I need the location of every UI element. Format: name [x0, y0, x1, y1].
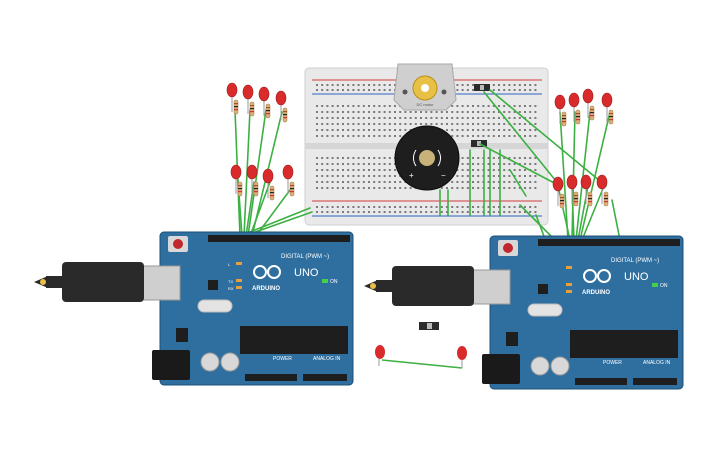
- model-label: UNO: [294, 267, 319, 279]
- motor-label: DC motor: [416, 102, 434, 107]
- led[interactable]: [580, 174, 593, 207]
- led[interactable]: [282, 164, 295, 197]
- led-clusters[interactable]: [226, 82, 614, 209]
- model-label-right: UNO: [624, 271, 649, 283]
- piezo-buzzer[interactable]: + −: [394, 125, 460, 191]
- tx-label: TX: [228, 279, 233, 284]
- arduino-uno-right[interactable]: DIGITAL (PWM ~) ARDUINO UNO ON POWER ANA…: [469, 235, 684, 390]
- usb-cable-left[interactable]: [34, 262, 144, 302]
- digital-label-right: DIGITAL (PWM ~): [611, 258, 659, 264]
- buzzer-minus: −: [441, 171, 446, 180]
- brand-label-right: ARDUINO: [582, 290, 610, 296]
- power-jack-right[interactable]: [482, 354, 520, 384]
- atmega-chip-right: [570, 330, 678, 358]
- slide-switch-mid[interactable]: [471, 140, 487, 147]
- analog-header-right: [633, 378, 677, 385]
- led[interactable]: [242, 84, 255, 117]
- on-label: ON: [330, 279, 338, 285]
- buzzer-plus: +: [409, 171, 414, 180]
- arduino-logo: [253, 265, 281, 279]
- digital-label: DIGITAL (PWM ~): [281, 254, 329, 260]
- led[interactable]: [258, 86, 271, 119]
- led[interactable]: [566, 174, 579, 207]
- led[interactable]: [226, 82, 239, 115]
- atmega-chip: [240, 326, 348, 354]
- power-label: POWER: [273, 356, 292, 362]
- led[interactable]: [568, 92, 581, 125]
- digital-header-right: [538, 239, 680, 246]
- usb-port[interactable]: [139, 265, 181, 301]
- slide-switch-top[interactable]: [474, 84, 490, 91]
- arduino-uno-left[interactable]: DIGITAL (PWM ~) ARDUINO UNO ON L TX RX P…: [139, 231, 354, 386]
- led[interactable]: [582, 88, 595, 121]
- rx-label: RX: [228, 286, 234, 291]
- analog-label-right: ANALOG IN: [643, 360, 671, 366]
- power-header-right: [575, 378, 627, 385]
- usb-port-right[interactable]: [469, 269, 511, 305]
- on-label-right: ON: [660, 283, 668, 289]
- l-led-label: L: [228, 262, 231, 267]
- arduino-logo-right: [583, 269, 611, 283]
- slide-switch-loose[interactable]: [419, 322, 439, 330]
- led[interactable]: [262, 168, 275, 201]
- led[interactable]: [601, 92, 614, 125]
- analog-header: [303, 374, 347, 381]
- led[interactable]: [552, 176, 565, 209]
- dc-motor[interactable]: DC motor: [393, 63, 457, 111]
- led[interactable]: [554, 94, 567, 127]
- usb-cable-right[interactable]: [364, 266, 474, 306]
- power-jack[interactable]: [152, 350, 190, 380]
- analog-label: ANALOG IN: [313, 356, 341, 362]
- power-label-right: POWER: [603, 360, 622, 366]
- brand-label: ARDUINO: [252, 286, 280, 292]
- led[interactable]: [230, 164, 243, 197]
- led[interactable]: [596, 174, 609, 207]
- digital-header: [208, 235, 350, 242]
- led[interactable]: [275, 90, 288, 123]
- loose-led-pair[interactable]: [375, 345, 467, 369]
- power-header: [245, 374, 297, 381]
- led[interactable]: [246, 164, 259, 197]
